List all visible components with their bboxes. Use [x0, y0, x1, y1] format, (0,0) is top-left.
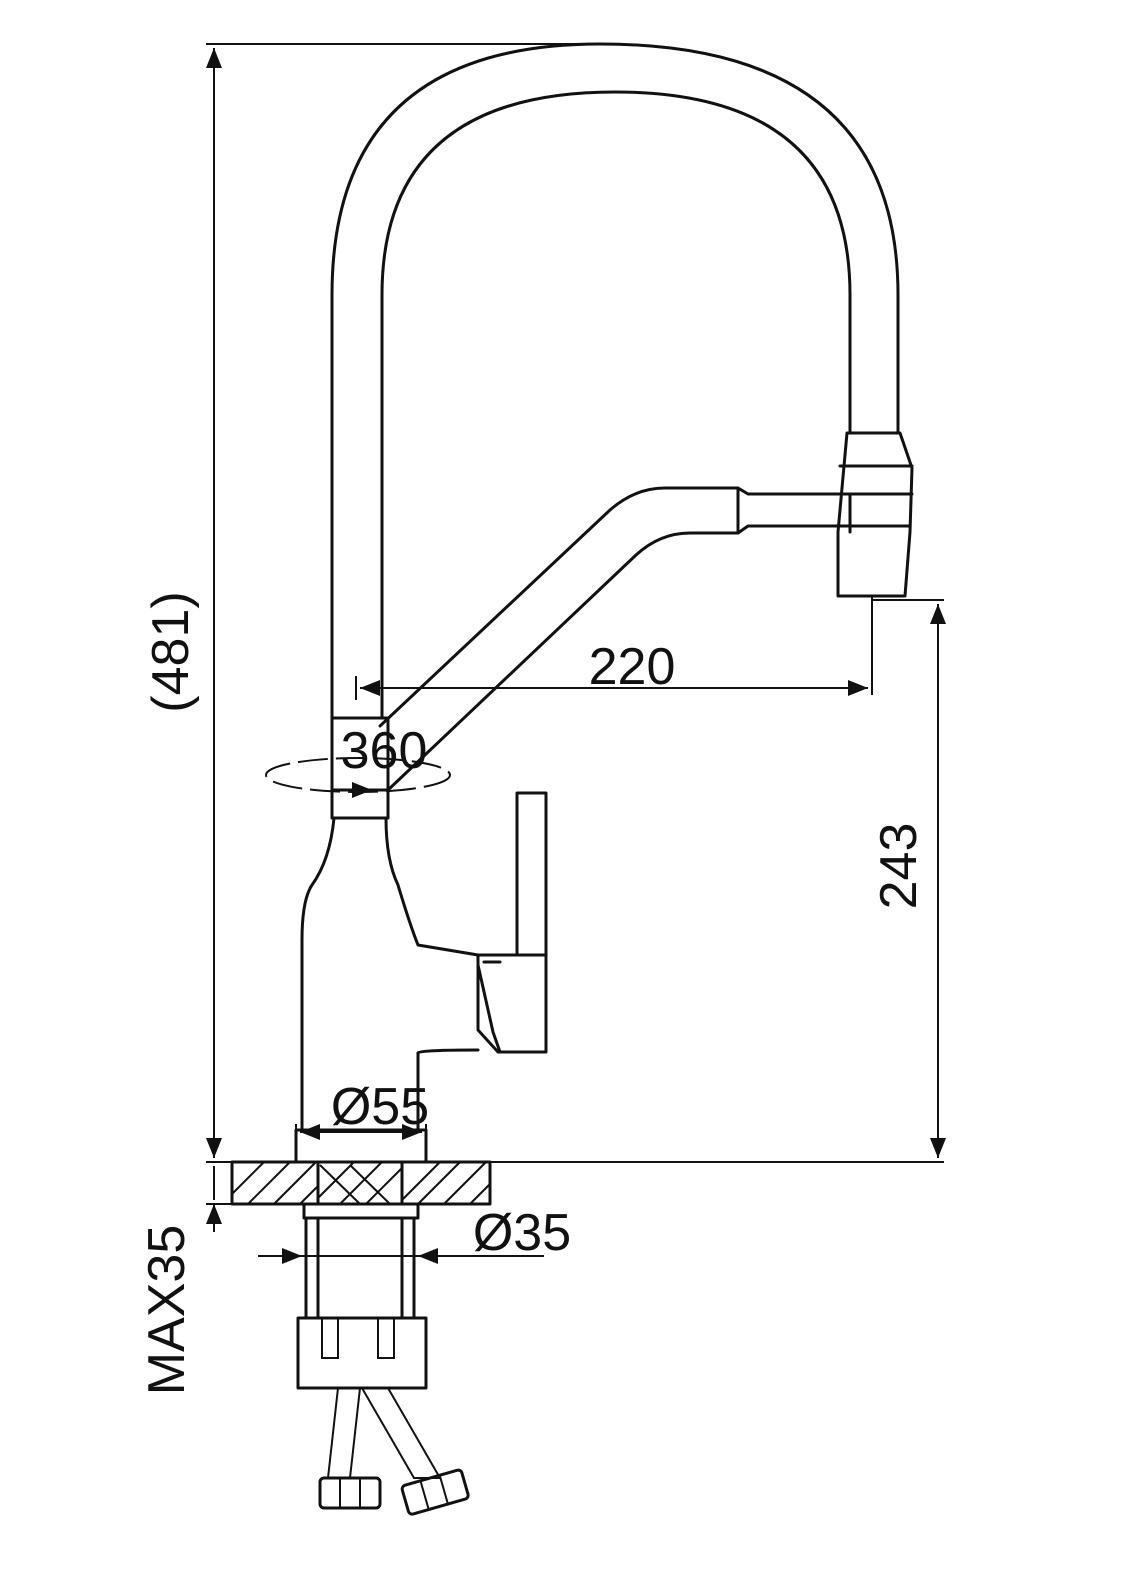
total-height-label: (481): [142, 591, 200, 712]
mounting-shank: [302, 1202, 420, 1320]
dimension-total-height: (481): [142, 43, 944, 1163]
supply-hoses: [318, 1387, 470, 1516]
swivel-collar: [265, 716, 451, 820]
dimension-base-diameter: Ø55: [295, 1078, 429, 1160]
dimension-rotation: 360: [341, 722, 428, 780]
max-thickness-label: MAX35: [138, 1225, 196, 1396]
mounting-nut: [296, 1316, 428, 1390]
shank-diameter-label: Ø35: [473, 1204, 571, 1262]
spout-height-label: 243: [870, 823, 928, 910]
dimension-shank-diameter: Ø35: [258, 1204, 571, 1264]
lever-handle: [476, 791, 548, 1054]
reach-label: 220: [589, 638, 676, 696]
countertop-section: [230, 1160, 492, 1206]
rotation-label: 360: [341, 722, 428, 780]
dimension-spout-height: 243: [870, 599, 946, 1158]
gooseneck-spout: [330, 42, 900, 720]
base-diameter-label: Ø55: [331, 1078, 429, 1136]
dimension-max-thickness: MAX35: [138, 1166, 232, 1395]
spout-head: [836, 431, 914, 598]
dimension-reach: 220: [355, 596, 873, 700]
faucet-body: [300, 816, 480, 1132]
filter-spout: [378, 486, 852, 792]
